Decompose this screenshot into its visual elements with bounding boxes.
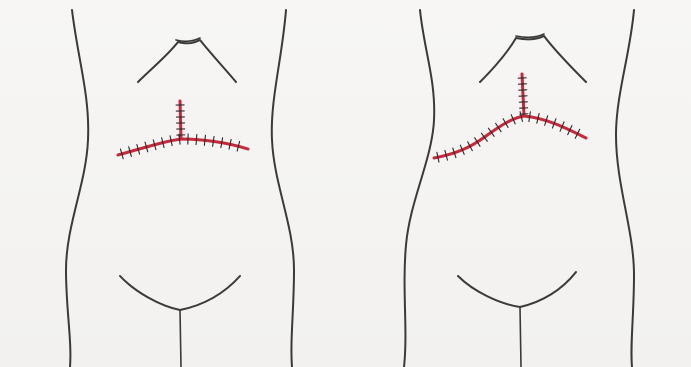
left-torso-sternal-notch <box>138 40 236 82</box>
right-torso-midline <box>520 307 521 367</box>
left-torso-figure <box>66 10 294 367</box>
stitch-mark <box>204 135 205 145</box>
right-torso-incision-arc <box>434 116 586 158</box>
left-torso-midline <box>180 310 181 367</box>
right-torso-lower-curve <box>458 272 576 307</box>
right-torso-figure <box>404 10 634 367</box>
stitch-mark <box>196 135 197 145</box>
right-torso-right-outline <box>616 10 634 367</box>
right-torso-sternal-notch <box>480 36 586 82</box>
left-torso-left-outline <box>66 10 88 367</box>
left-torso-incision-vertical <box>180 101 181 139</box>
right-torso-left-outline <box>404 10 434 367</box>
left-torso-lower-curve <box>120 276 240 310</box>
stitch-mark <box>529 112 531 122</box>
stitch-mark <box>213 136 214 146</box>
left-torso-right-outline <box>272 10 294 367</box>
right-torso-incision-vertical <box>522 74 524 116</box>
